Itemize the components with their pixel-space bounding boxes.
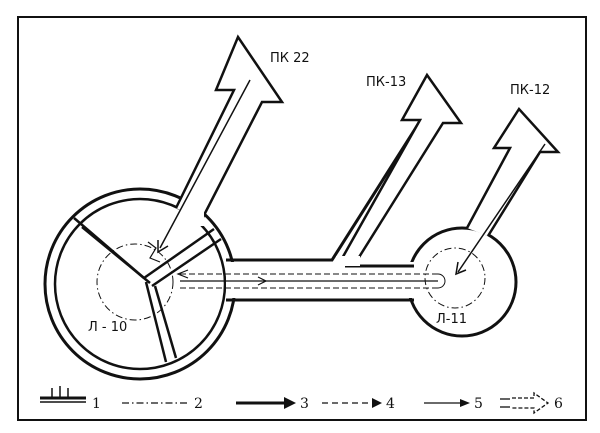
legend-num-2: 2: [194, 396, 203, 412]
legend-num-5: 5: [474, 396, 483, 412]
chamber-l10: [43, 187, 237, 381]
shaft-pk13: [336, 72, 464, 266]
air-flow-arrows: [147, 79, 546, 276]
drift-fill-mask: [226, 262, 416, 298]
diagram-frame: [17, 16, 587, 421]
wall-symbol-icon: [40, 386, 86, 403]
legend-num-4: 4: [386, 396, 395, 412]
bold-arrow-icon: [236, 397, 296, 409]
label-pk12: ПК-12: [510, 83, 550, 98]
double-outline-arrow-icon: [500, 391, 550, 415]
label-l10: Л - 10: [88, 320, 127, 335]
legend-num-6: 6: [554, 396, 563, 412]
legend: 1 2 3 4 5 6: [40, 386, 563, 415]
label-pk13: ПК-13: [366, 75, 406, 90]
dashed-arrow-icon: [322, 398, 382, 408]
legend-num-1: 1: [92, 396, 101, 412]
chamber-l11: [406, 226, 518, 338]
legend-num-3: 3: [300, 396, 309, 412]
drift-flow-lines: [176, 269, 446, 289]
chamber-partitions: [73, 217, 222, 363]
label-pk22: ПК 22: [270, 51, 310, 66]
shaft-pk12: [465, 106, 561, 237]
thin-arrow-icon: [424, 399, 470, 407]
label-l11: Л-11: [436, 312, 467, 327]
